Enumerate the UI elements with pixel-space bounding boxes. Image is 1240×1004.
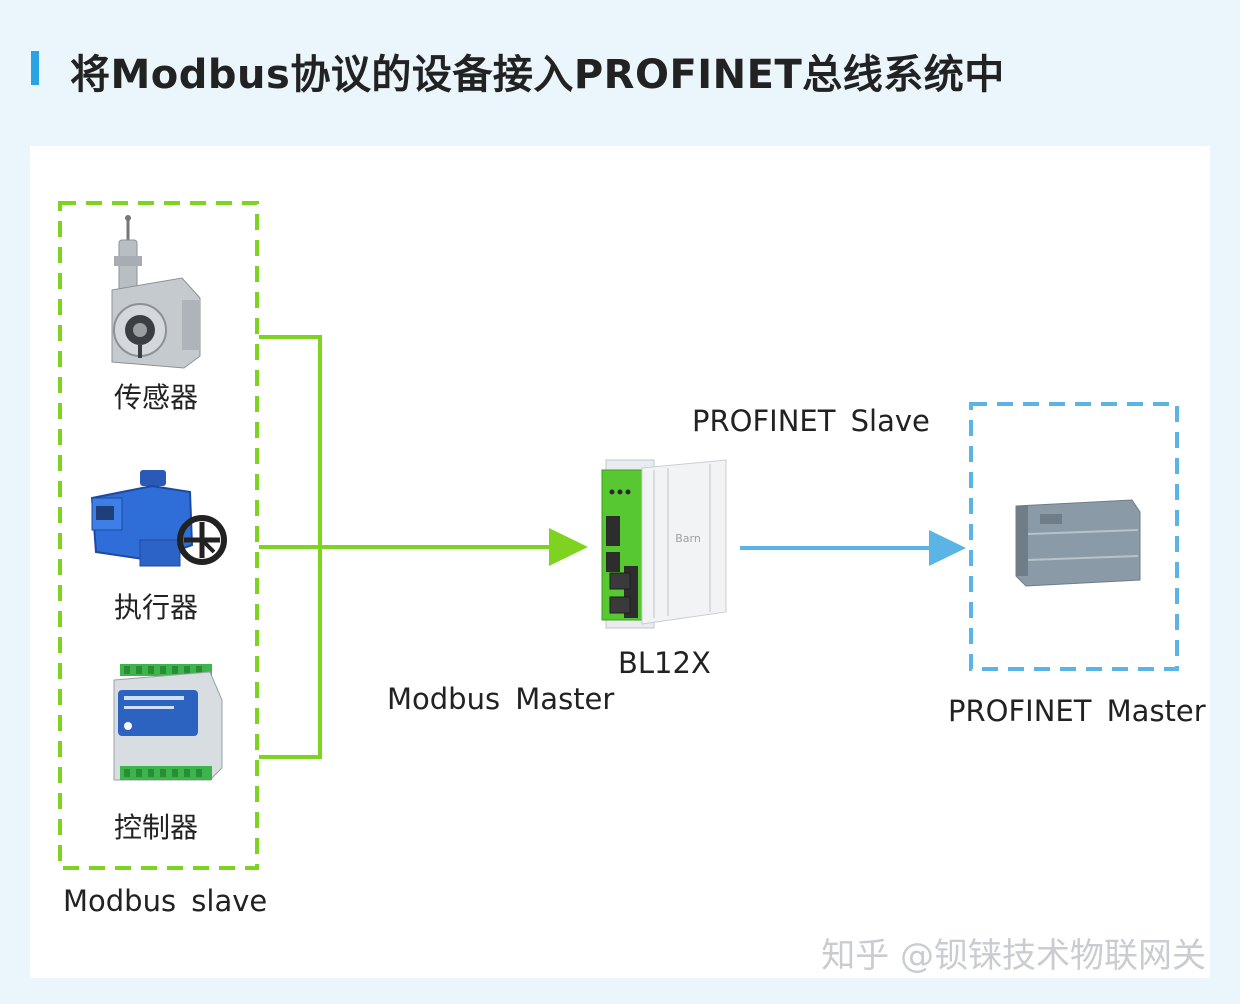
controller-label: 控制器 — [114, 811, 199, 844]
gateway-model-label: BL12X — [618, 646, 711, 680]
modbus-slave-label: Modbus slave — [63, 884, 268, 918]
page-title: 将Modbus协议的设备接入PROFINET总线系统中 — [70, 52, 1005, 98]
watermark: 知乎 @钡铼技术物联网关 — [821, 936, 1206, 976]
profinet-arrow — [740, 530, 966, 566]
modbus-bus-bracket — [259, 335, 322, 759]
profinet-slave-label: PROFINET Slave — [692, 404, 930, 438]
modbus-slave-group-box — [58, 201, 259, 870]
title-accent-bar — [31, 51, 39, 85]
sensor-icon — [111, 215, 201, 369]
modbus-master-label: Modbus Master — [387, 682, 615, 716]
plc-icon — [1015, 499, 1141, 587]
gateway-brand: Barn — [675, 532, 701, 545]
controller-icon — [113, 664, 223, 781]
gateway-icon: Barn — [601, 459, 727, 629]
sensor-label: 传感器 — [114, 381, 199, 414]
profinet-master-box — [969, 402, 1179, 671]
modbus-arrow — [320, 528, 588, 566]
profinet-master-label: PROFINET Master — [948, 694, 1206, 728]
actuator-icon — [90, 470, 227, 567]
actuator-label: 执行器 — [114, 591, 199, 624]
